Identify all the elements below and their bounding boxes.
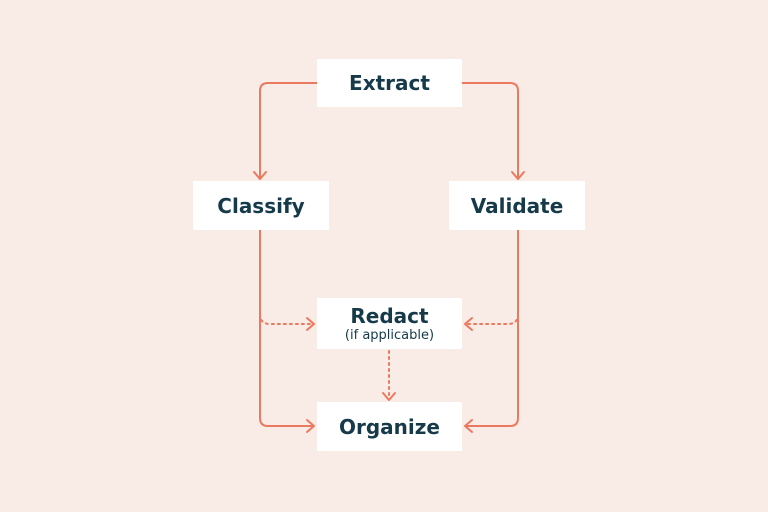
node-redact-sublabel: (if applicable) (344, 327, 435, 343)
arrowhead-organize-top (382, 392, 396, 401)
edge-validate-redact (466, 313, 519, 325)
node-validate: Validate (449, 181, 585, 230)
arrowhead-redact-left (306, 317, 315, 331)
edge-classify-organize (259, 229, 314, 427)
node-organize-label: Organize (339, 414, 440, 439)
node-organize: Organize (317, 402, 462, 451)
node-classify-label: Classify (217, 193, 305, 218)
node-extract: Extract (317, 59, 462, 107)
arrowhead-organize-left (306, 419, 315, 433)
node-classify: Classify (193, 181, 329, 230)
edge-classify-redact (259, 313, 313, 325)
arrowhead-validate (511, 171, 525, 180)
edge-extract-validate (461, 82, 519, 179)
arrowhead-organize-right (464, 419, 473, 433)
edge-validate-organize (465, 229, 519, 427)
edge-extract-classify (259, 82, 318, 179)
node-redact-label: Redact (350, 303, 429, 328)
node-extract-label: Extract (349, 71, 430, 95)
arrowhead-classify (253, 171, 267, 180)
node-redact: Redact (if applicable) (317, 298, 462, 349)
node-validate-label: Validate (470, 193, 564, 218)
arrowhead-redact-right (464, 317, 473, 331)
